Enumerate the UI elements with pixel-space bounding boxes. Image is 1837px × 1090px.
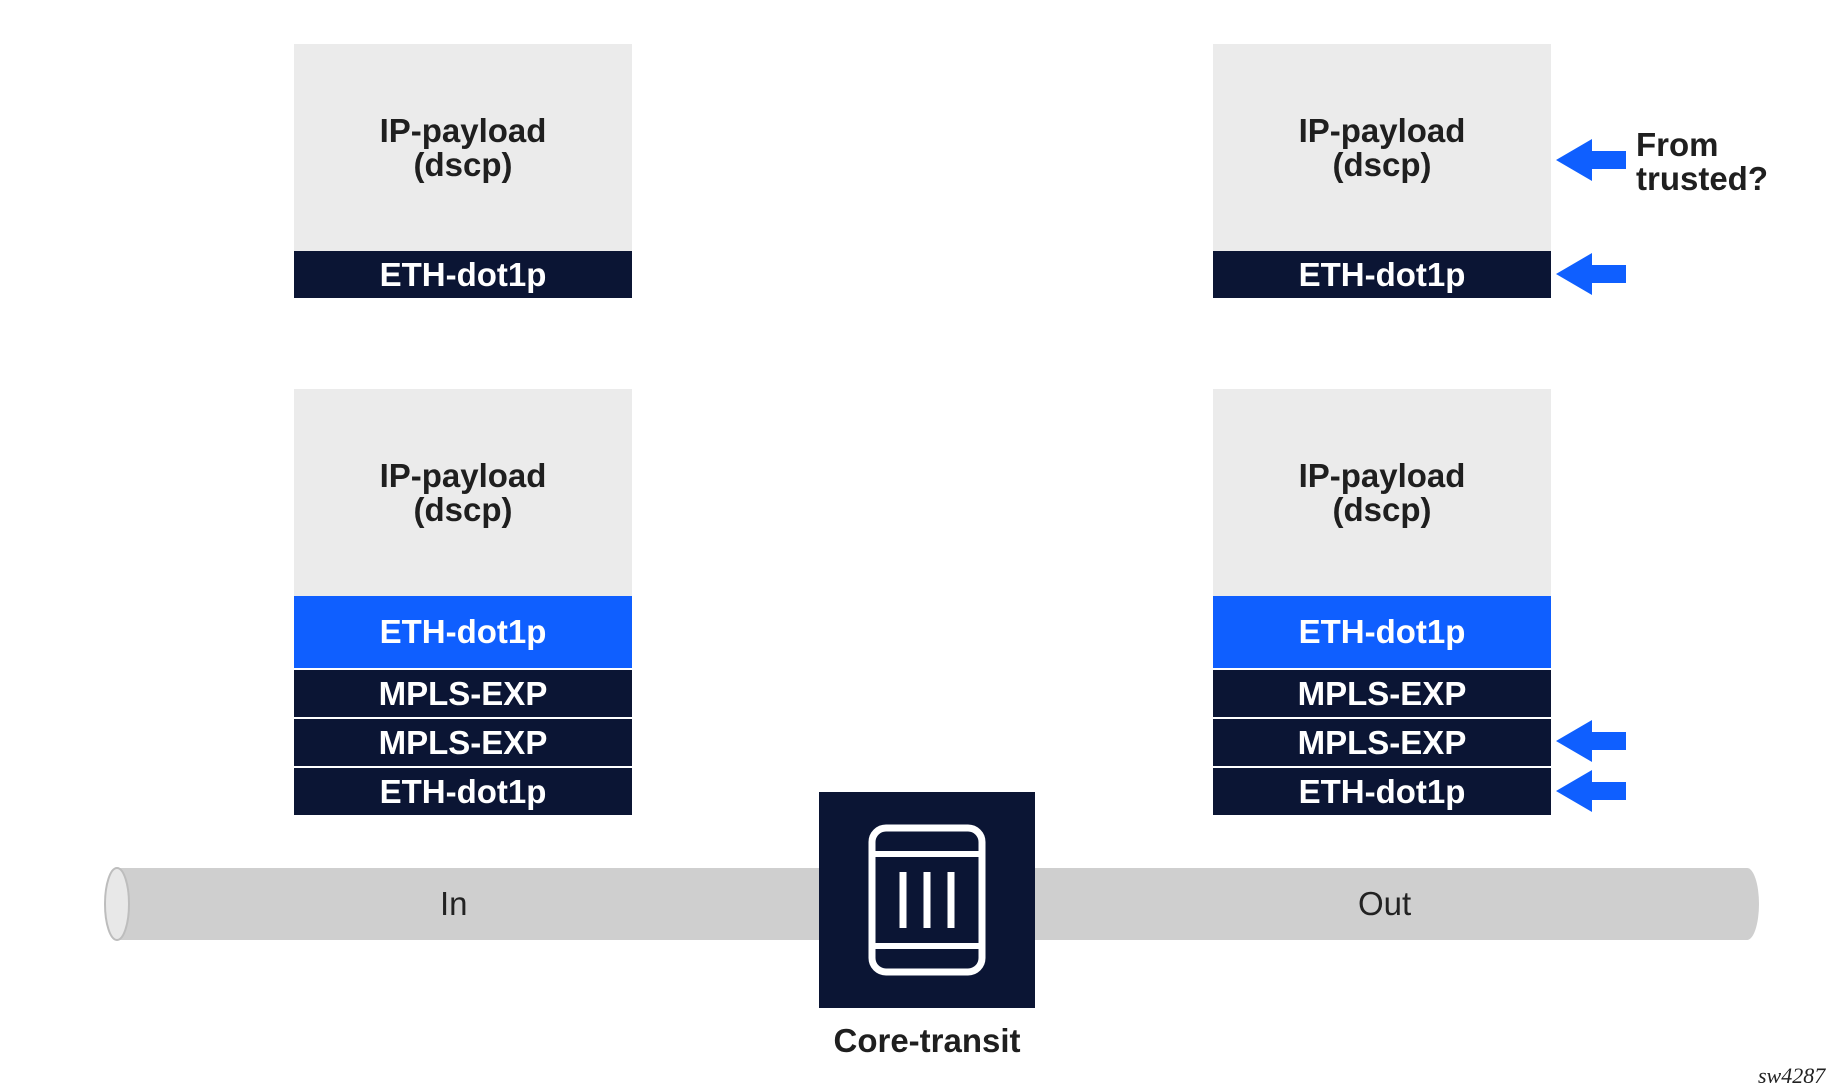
core-transit-label: Core-transit (833, 1022, 1021, 1059)
header-eth-dot1p: ETH-dot1p (294, 251, 632, 298)
payload-label: IP-payload (1298, 111, 1466, 149)
pipe-in-label: In (440, 885, 468, 922)
header-eth-dot1p-outer: ETH-dot1p (1213, 768, 1551, 815)
header-mpls-exp: MPLS-EXP (1213, 670, 1551, 717)
header-eth-dot1p: ETH-dot1p (1213, 251, 1551, 298)
arrow-left-icon (1556, 253, 1626, 295)
header-eth-dot1p-outer: ETH-dot1p (294, 768, 632, 815)
annotation-line1: From (1636, 126, 1719, 163)
header-eth-dot1p-inner: ETH-dot1p (294, 596, 632, 668)
core-transit-node (819, 792, 1035, 1008)
packet-stack-bottom-left: IP-payload (dscp) ETH-dot1p MPLS-EXP MPL… (294, 389, 632, 815)
header-mpls-exp: MPLS-EXP (294, 719, 632, 766)
header-eth-dot1p-inner: ETH-dot1p (1213, 596, 1551, 668)
packet-stack-bottom-right: IP-payload (dscp) ETH-dot1p MPLS-EXP MPL… (1213, 389, 1551, 815)
arrow-left-icon (1556, 139, 1626, 181)
ip-payload-block: IP-payload (dscp) (294, 44, 632, 251)
payload-label: IP-payload (379, 456, 547, 494)
payload-sublabel: (dscp) (1332, 490, 1432, 528)
arrow-left-icon (1556, 770, 1626, 812)
packet-stack-top-right: IP-payload (dscp) ETH-dot1p (1213, 44, 1551, 298)
ip-payload-block: IP-payload (dscp) (294, 389, 632, 596)
ip-payload-block: IP-payload (dscp) (1213, 44, 1551, 251)
payload-sublabel: (dscp) (413, 490, 513, 528)
ip-payload-block: IP-payload (dscp) (1213, 389, 1551, 596)
annotation-line2: trusted? (1636, 160, 1768, 197)
payload-sublabel: (dscp) (1332, 145, 1432, 183)
header-mpls-exp: MPLS-EXP (1213, 719, 1551, 766)
figure-id: sw4287 (1758, 1063, 1826, 1088)
payload-label: IP-payload (379, 111, 547, 149)
packet-stack-top-left: IP-payload (dscp) ETH-dot1p (294, 44, 632, 298)
arrow-left-icon (1556, 720, 1626, 762)
header-mpls-exp: MPLS-EXP (294, 670, 632, 717)
payload-sublabel: (dscp) (413, 145, 513, 183)
router-icon (868, 824, 986, 976)
trusted-annotation: From trusted? (1636, 128, 1768, 196)
pipe-out-label: Out (1358, 885, 1412, 922)
payload-label: IP-payload (1298, 456, 1466, 494)
